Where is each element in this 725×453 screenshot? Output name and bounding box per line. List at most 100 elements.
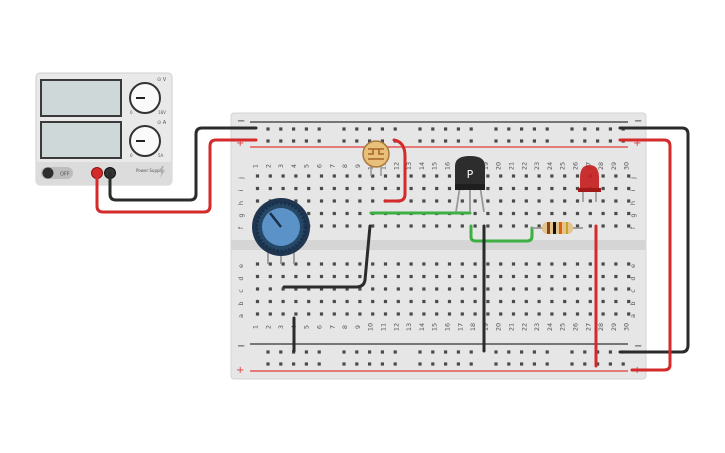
- breadboard-hole[interactable]: [469, 362, 473, 366]
- breadboard-hole[interactable]: [345, 287, 349, 291]
- breadboard-hole[interactable]: [396, 224, 400, 228]
- breadboard-hole[interactable]: [294, 274, 298, 279]
- breadboard-hole[interactable]: [537, 312, 541, 316]
- breadboard-hole[interactable]: [294, 174, 298, 178]
- breadboard-hole[interactable]: [511, 262, 516, 266]
- breadboard-hole[interactable]: [537, 287, 541, 291]
- breadboard-hole[interactable]: [520, 139, 524, 143]
- breadboard-hole[interactable]: [550, 174, 554, 178]
- breadboard-hole[interactable]: [545, 127, 549, 131]
- breadboard-hole[interactable]: [317, 362, 321, 366]
- breadboard-hole[interactable]: [358, 199, 362, 203]
- breadboard-hole[interactable]: [511, 174, 516, 178]
- breadboard-hole[interactable]: [511, 287, 516, 291]
- breadboard-hole[interactable]: [601, 262, 605, 266]
- breadboard-hole[interactable]: [494, 350, 498, 354]
- breadboard-hole[interactable]: [332, 199, 336, 203]
- breadboard-hole[interactable]: [601, 224, 605, 228]
- breadboard-hole[interactable]: [550, 299, 554, 304]
- breadboard-hole[interactable]: [473, 262, 477, 266]
- breadboard-hole[interactable]: [563, 299, 567, 304]
- breadboard-hole[interactable]: [435, 199, 439, 203]
- breadboard-hole[interactable]: [317, 139, 321, 143]
- breadboard-hole[interactable]: [418, 362, 422, 366]
- breadboard-hole[interactable]: [383, 287, 388, 291]
- breadboard-hole[interactable]: [345, 274, 349, 279]
- breadboard-hole[interactable]: [499, 186, 503, 191]
- breadboard-hole[interactable]: [396, 186, 400, 191]
- breadboard-hole[interactable]: [507, 350, 511, 354]
- breadboard-hole[interactable]: [614, 299, 618, 304]
- breadboard-hole[interactable]: [473, 211, 477, 216]
- breadboard-hole[interactable]: [255, 262, 260, 266]
- breadboard-hole[interactable]: [435, 274, 439, 279]
- breadboard-hole[interactable]: [447, 299, 452, 304]
- breadboard-hole[interactable]: [447, 312, 452, 316]
- breadboard-hole[interactable]: [383, 224, 388, 228]
- breadboard-hole[interactable]: [614, 312, 618, 316]
- breadboard-hole[interactable]: [494, 362, 498, 366]
- breadboard-hole[interactable]: [418, 139, 422, 143]
- breadboard-hole[interactable]: [524, 174, 528, 178]
- breadboard-hole[interactable]: [371, 299, 375, 304]
- breadboard-hole[interactable]: [601, 274, 605, 279]
- breadboard-hole[interactable]: [627, 224, 631, 228]
- breadboard-hole[interactable]: [319, 174, 324, 178]
- breadboard-hole[interactable]: [614, 224, 618, 228]
- breadboard-hole[interactable]: [524, 224, 528, 228]
- breadboard-hole[interactable]: [563, 174, 567, 178]
- breadboard-hole[interactable]: [409, 312, 413, 316]
- breadboard-hole[interactable]: [486, 262, 490, 266]
- breadboard-hole[interactable]: [511, 299, 516, 304]
- wire-ground-rail-bridge[interactable]: [618, 126, 690, 354]
- breadboard-hole[interactable]: [486, 274, 490, 279]
- breadboard-hole[interactable]: [575, 224, 580, 228]
- breadboard-hole[interactable]: [422, 274, 426, 279]
- breadboard-hole[interactable]: [563, 287, 567, 291]
- breadboard-hole[interactable]: [524, 312, 528, 316]
- breadboard-hole[interactable]: [486, 287, 490, 291]
- breadboard-hole[interactable]: [550, 287, 554, 291]
- breadboard-hole[interactable]: [608, 362, 612, 366]
- breadboard-hole[interactable]: [358, 211, 362, 216]
- breadboard-hole[interactable]: [627, 211, 631, 216]
- breadboard-hole[interactable]: [279, 350, 283, 354]
- breadboard-hole[interactable]: [499, 224, 503, 228]
- breadboard-hole[interactable]: [524, 274, 528, 279]
- breadboard-hole[interactable]: [494, 127, 498, 131]
- breadboard-hole[interactable]: [307, 211, 311, 216]
- breadboard-hole[interactable]: [281, 262, 285, 266]
- breadboard-hole[interactable]: [601, 199, 605, 203]
- breadboard-hole[interactable]: [294, 199, 298, 203]
- breadboard-hole[interactable]: [537, 211, 541, 216]
- breadboard-hole[interactable]: [319, 287, 324, 291]
- breadboard-hole[interactable]: [447, 174, 452, 178]
- breadboard-hole[interactable]: [473, 299, 477, 304]
- breadboard-hole[interactable]: [575, 211, 580, 216]
- breadboard-hole[interactable]: [447, 287, 452, 291]
- breadboard-hole[interactable]: [332, 274, 336, 279]
- wire-supply-negative[interactable]: [108, 126, 258, 202]
- breadboard-hole[interactable]: [345, 224, 349, 228]
- breadboard-hole[interactable]: [422, 262, 426, 266]
- breadboard-hole[interactable]: [281, 287, 285, 291]
- breadboard-hole[interactable]: [266, 350, 270, 354]
- breadboard-hole[interactable]: [545, 362, 549, 366]
- breadboard-hole[interactable]: [511, 211, 516, 216]
- breadboard-hole[interactable]: [396, 299, 400, 304]
- breadboard-hole[interactable]: [507, 362, 511, 366]
- breadboard-hole[interactable]: [608, 350, 612, 354]
- breadboard-hole[interactable]: [371, 199, 375, 203]
- breadboard-hole[interactable]: [499, 312, 503, 316]
- breadboard-hole[interactable]: [409, 262, 413, 266]
- breadboard-hole[interactable]: [456, 362, 460, 366]
- breadboard-hole[interactable]: [456, 350, 460, 354]
- breadboard-hole[interactable]: [307, 287, 311, 291]
- breadboard-hole[interactable]: [627, 274, 631, 279]
- breadboard-hole[interactable]: [409, 299, 413, 304]
- breadboard-hole[interactable]: [575, 299, 580, 304]
- breadboard-hole[interactable]: [511, 274, 516, 279]
- breadboard-hole[interactable]: [473, 312, 477, 316]
- breadboard-hole[interactable]: [494, 139, 498, 143]
- breadboard-hole[interactable]: [444, 350, 448, 354]
